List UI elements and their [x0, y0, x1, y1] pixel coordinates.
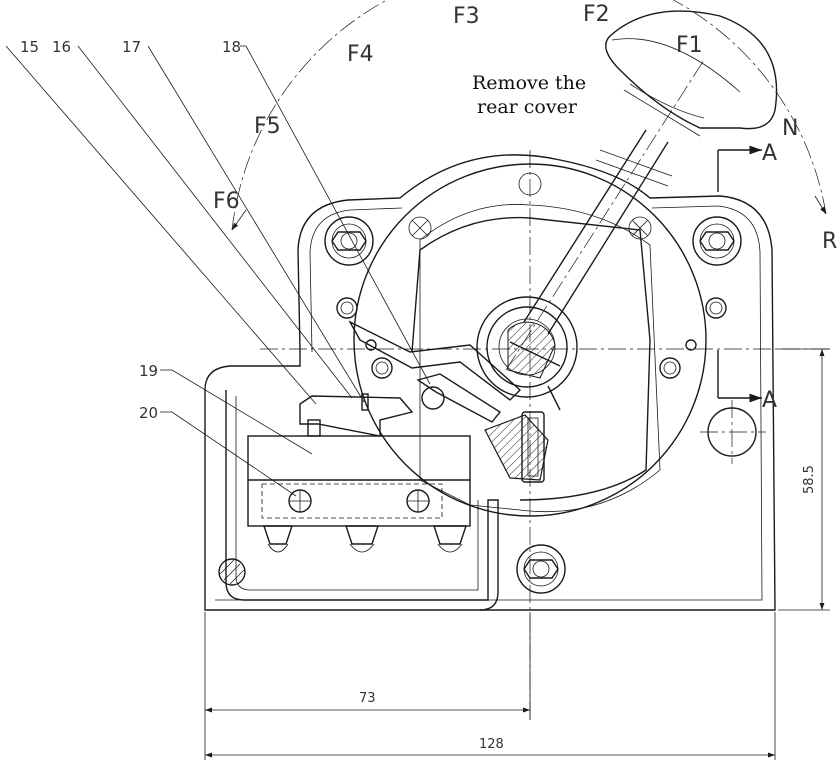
- position-f1: F1: [676, 33, 703, 58]
- mount-bolt-bottom: [516, 544, 566, 594]
- callout-20: 20: [139, 404, 158, 422]
- dowel-pins: [218, 297, 727, 586]
- lever-hub: [476, 296, 578, 398]
- detent-cam: [348, 320, 522, 401]
- position-f4: F4: [347, 42, 374, 67]
- section-label-top: A: [762, 141, 777, 166]
- section-marker-top: [717, 145, 762, 192]
- cover-flange: [353, 163, 707, 517]
- lever-knob: [605, 10, 778, 137]
- mount-bolt-top-left: [324, 216, 374, 266]
- mount-bolt-top-right: [692, 216, 742, 266]
- cam-arm: [416, 373, 502, 423]
- callout-17: 17: [122, 38, 141, 56]
- detent-block: [484, 414, 549, 481]
- section-marker-bottom: [717, 350, 762, 403]
- bracket-inner: [235, 396, 479, 591]
- callout-19: 19: [139, 362, 158, 380]
- arc-arrow-right: [814, 195, 827, 215]
- switch-actuator-arm: [299, 395, 414, 437]
- callout-15: 15: [20, 38, 39, 56]
- callout-16: 16: [52, 38, 71, 56]
- microswitch: [247, 435, 471, 527]
- note-line2: rear cover: [477, 96, 578, 118]
- position-f2: F2: [583, 2, 610, 27]
- switch-plunger: [307, 419, 321, 437]
- selector-arc: [231, 0, 827, 231]
- position-r: R: [822, 229, 837, 254]
- arc-arrow-left: [231, 209, 247, 231]
- detent-plunger: [521, 411, 545, 483]
- position-n: N: [782, 116, 798, 141]
- callout-leaders: [5, 45, 431, 497]
- housing-inner-right: [215, 205, 763, 601]
- dimension-lines: [204, 348, 830, 760]
- position-f3: F3: [453, 4, 480, 29]
- housing-outline: [204, 154, 776, 611]
- switch-cam-stop: [361, 393, 369, 411]
- dimension-58-5: 58.5: [802, 465, 817, 494]
- cover-inner-plate: [411, 216, 651, 501]
- flange-bolt-holes: [408, 172, 652, 240]
- note-line1: Remove the: [472, 72, 586, 94]
- position-f6: F6: [213, 189, 240, 214]
- switch-bracket: [225, 390, 499, 611]
- switch-terminals: [263, 525, 467, 553]
- callout-18: 18: [222, 38, 241, 56]
- dimension-73: 73: [359, 691, 376, 706]
- position-f5: F5: [254, 114, 281, 139]
- housing-inner-outline: [309, 207, 403, 353]
- cam-pivot: [421, 386, 445, 410]
- section-label-bottom: A: [762, 388, 777, 413]
- dimension-128: 128: [479, 737, 504, 752]
- cover-cutout: [419, 204, 661, 513]
